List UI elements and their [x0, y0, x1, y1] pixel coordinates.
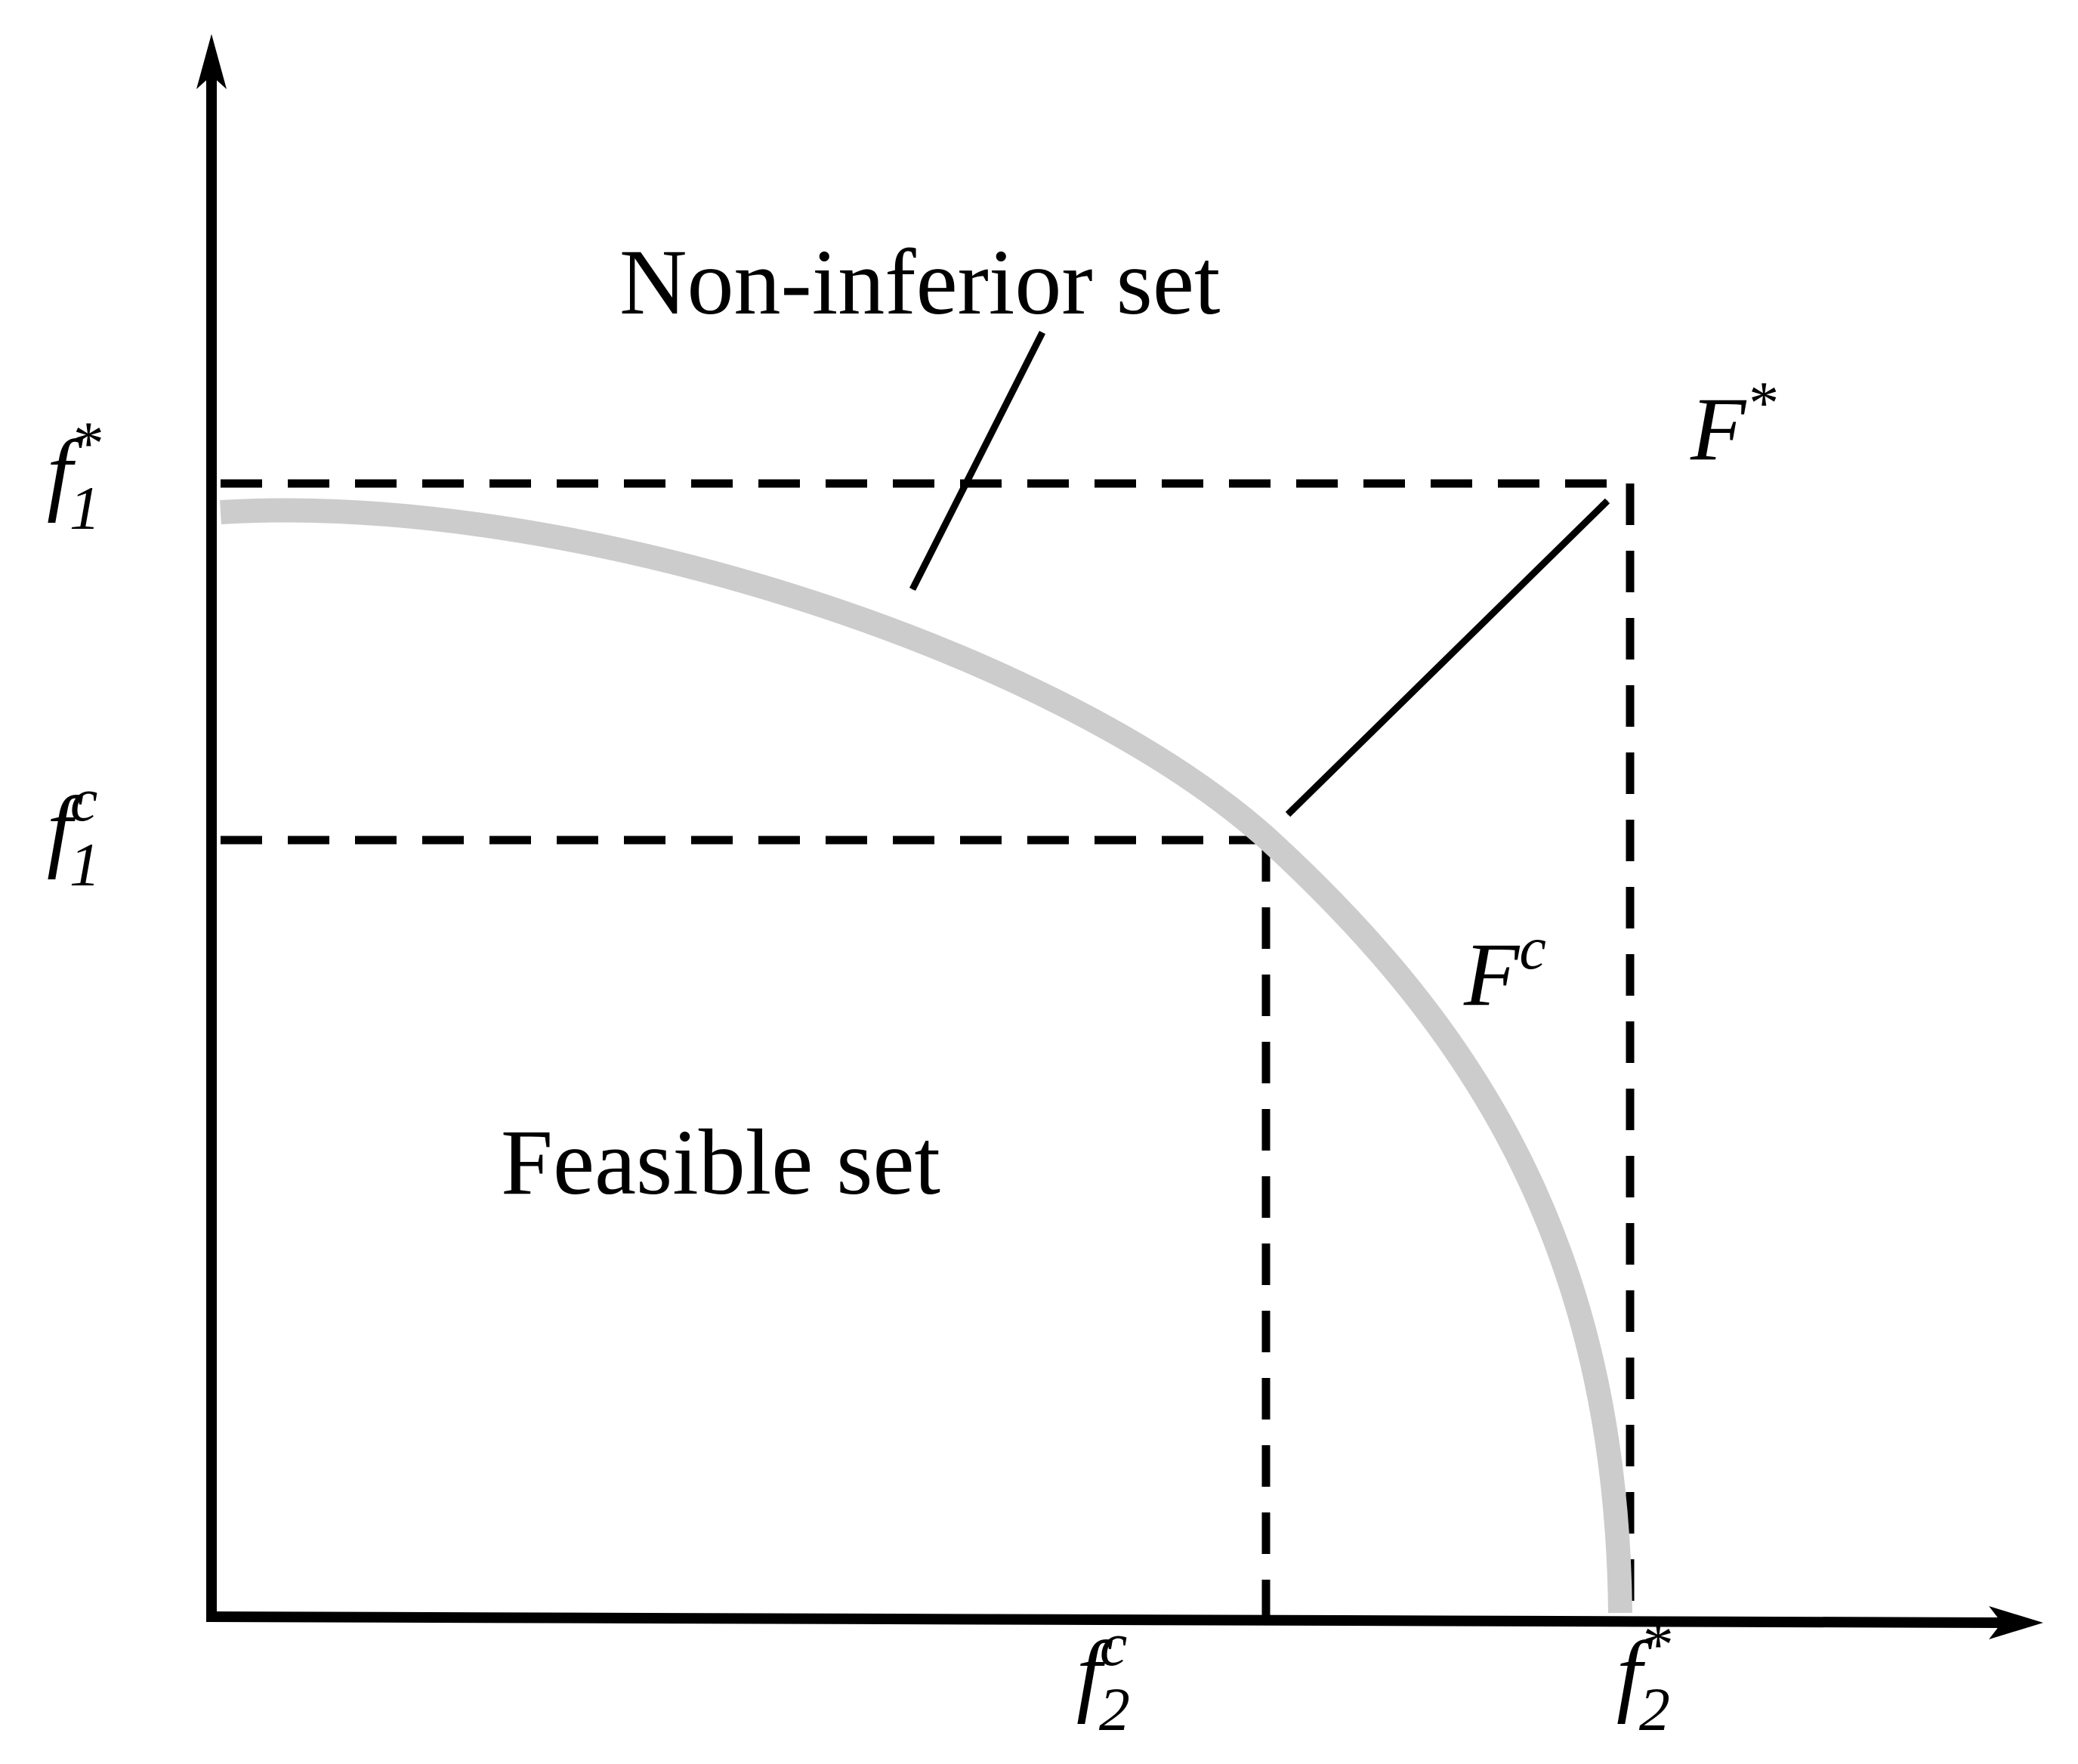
distance-arrow — [1285, 498, 1610, 817]
x-tick-f2-c: f2c — [1076, 1610, 1130, 1744]
non-inferior-pointer-arrow — [909, 330, 1046, 592]
dashed-guides — [221, 479, 1635, 1617]
axes — [196, 34, 2043, 1639]
non-inferior-frontier — [220, 498, 1632, 1614]
non-inferior-label: Non-inferior set — [619, 230, 1220, 334]
feasible-label: Feasible set — [501, 1111, 940, 1214]
x-tick-f2-star: f2* — [1616, 1610, 1671, 1744]
ideal-point-label: F* — [1690, 370, 1776, 479]
x-axis-arrowhead — [1989, 1606, 2043, 1639]
y-tick-f1-c: f1c — [47, 765, 100, 899]
compromise-point-label: Fc — [1463, 916, 1546, 1024]
y-tick-f1-star: f1* — [47, 409, 101, 542]
x-axis — [205, 1611, 2006, 1628]
y-axis-arrowhead — [196, 34, 227, 89]
